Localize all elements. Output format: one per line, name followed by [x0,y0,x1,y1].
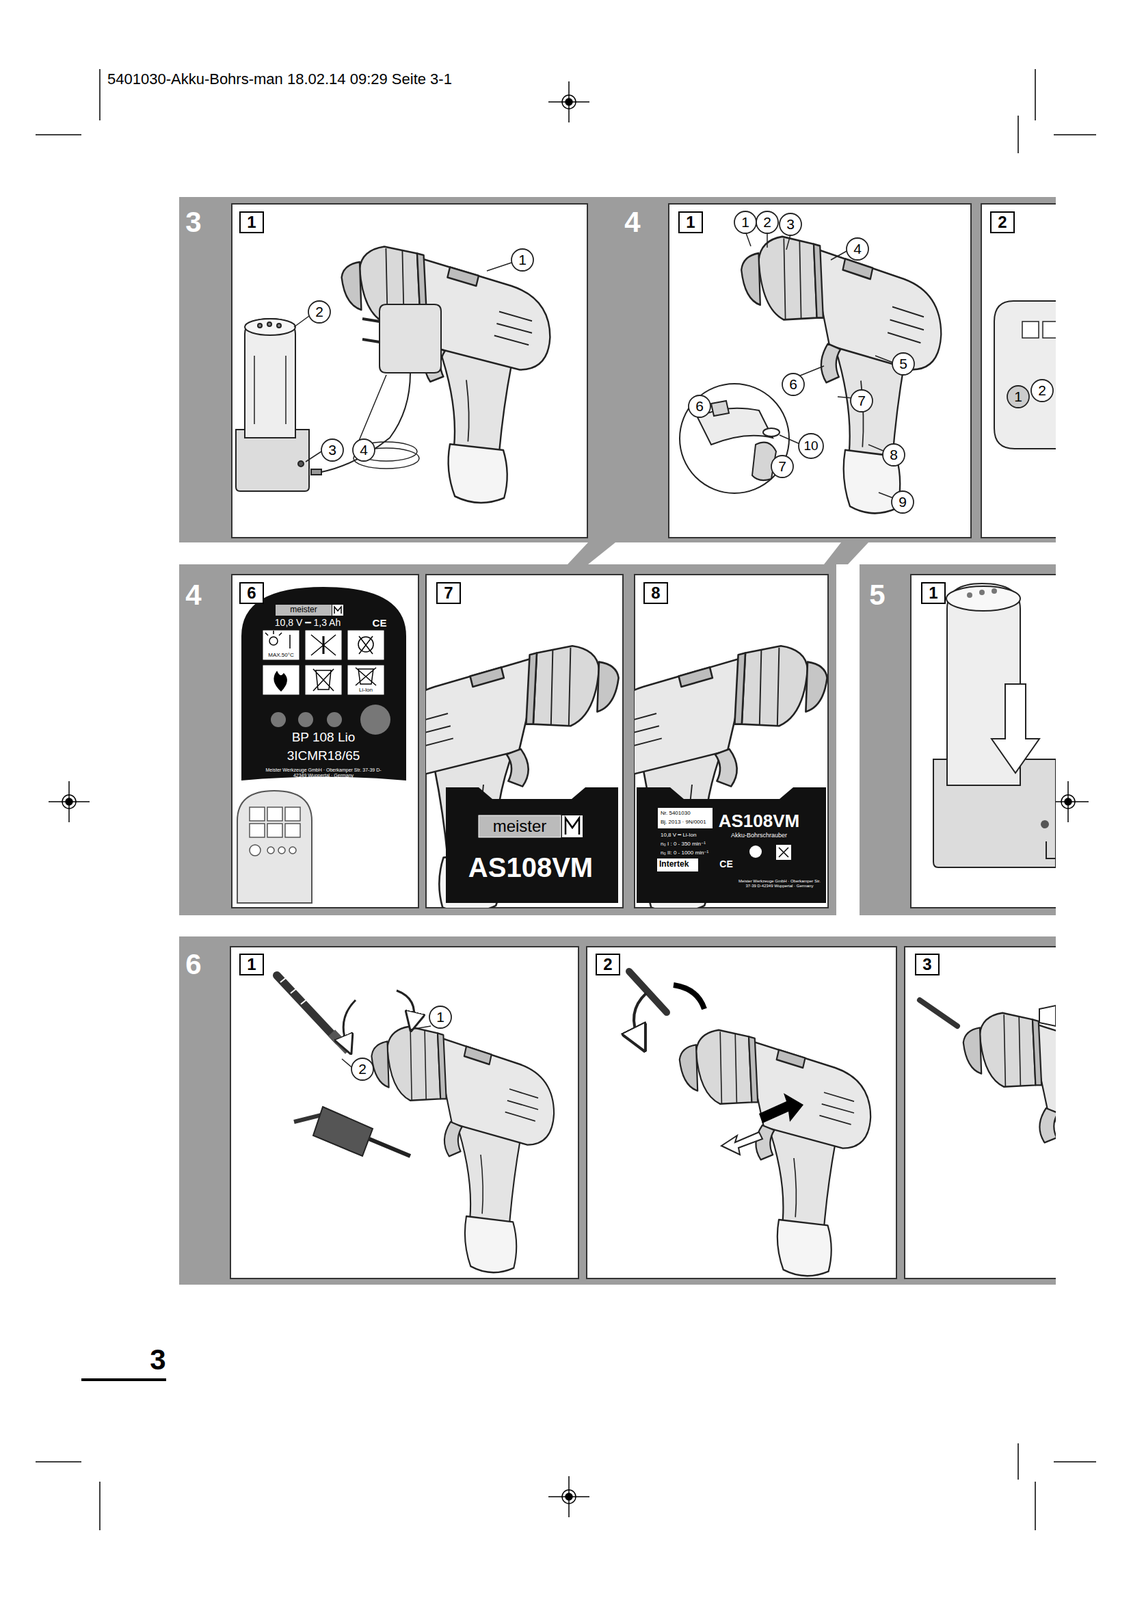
model-text: BP 108 Lio [291,730,356,745]
rating-text: Bj. 2013 · 9N/0001 [660,819,707,826]
page-header: 5401030-Akku-Bohrs-man 18.02.14 09:29 Se… [107,71,452,88]
rating-text: Nr. 5401030 [660,810,691,817]
callout-number: 3 [328,441,337,458]
step-number: 8 [650,583,660,602]
step-number-box: 2 [595,953,621,976]
callout-number: 4 [853,240,862,257]
callout-number: 6 [695,397,704,414]
step-number-box: 3 [914,953,940,976]
callout-number: 2 [358,1060,367,1077]
section-number: 4 [185,579,202,611]
product-name: Akku-Bohrschrauber [730,832,788,840]
callout-number: 5 [899,355,908,372]
step-number: 2 [997,212,1007,232]
step-number: 1 [928,583,938,602]
callout-number: 7 [778,458,787,474]
ce-mark: CE [719,858,733,870]
model-text: AS108VM [718,810,801,831]
brand-logo: meister [493,817,548,835]
rating-text: n₀ I : 0 - 350 min⁻¹ [660,841,706,848]
icon-caption: Li-Ion [358,687,373,694]
step-number: 2 [603,954,612,974]
step-number: 1 [246,954,256,974]
callout-number: 3 [786,216,795,232]
model-text: 3ICMR18/65 [287,748,361,764]
address-text: Meister Werkzeuge GmbH · Oberkamper Str.… [265,767,382,778]
step-number-box: 1 [239,953,264,976]
callout-number: 2 [1038,382,1047,398]
address-text: Meister Werkzeuge GmbH · Oberkamper Str.… [738,878,821,888]
callout-number: 8 [889,446,898,463]
step-number-box: 1 [678,211,703,234]
rating-text: n₀ II: 0 - 1000 min⁻¹ [660,849,709,857]
step-number-box: 8 [643,581,669,604]
step-number-box: 2 [990,211,1015,234]
brand-logo: meister [289,605,317,615]
rating-text: 10,8 V ━ 1,3 Ah [274,617,341,628]
section-number: 6 [185,948,202,980]
step-number: 7 [443,583,453,602]
step-number-box: 1 [239,211,264,234]
step-number: 1 [246,212,256,232]
page-number: 3 [149,1343,166,1376]
ce-mark: CE [372,617,388,630]
step-number: 6 [246,583,256,602]
step-number: 3 [922,954,932,974]
section-number: 3 [185,206,202,238]
cert-mark: Intertek [659,859,689,869]
callout-number: 7 [857,392,866,409]
callout-number: 6 [789,376,798,392]
section-number: 4 [624,206,641,238]
step-number-box: 6 [239,581,264,604]
callout-number: 2 [763,214,772,230]
callout-number: 10 [803,438,818,454]
step-number-box: 7 [436,581,461,604]
callout-number: 4 [359,441,368,458]
callout-number: 1 [1014,388,1023,405]
model-text: AS108VM [468,852,593,883]
step-number-box: 1 [921,581,946,604]
rating-text: 10,8 V ━ Li-Ion [660,832,697,839]
callout-number: 9 [898,493,907,510]
callout-number: 1 [436,1008,445,1025]
section-number: 5 [869,579,885,611]
icon-caption: MAX.50°C [268,652,294,659]
callout-number: 1 [518,251,527,268]
callout-number: 1 [741,214,750,230]
callout-number: 2 [315,303,324,320]
step-number: 1 [685,212,695,232]
